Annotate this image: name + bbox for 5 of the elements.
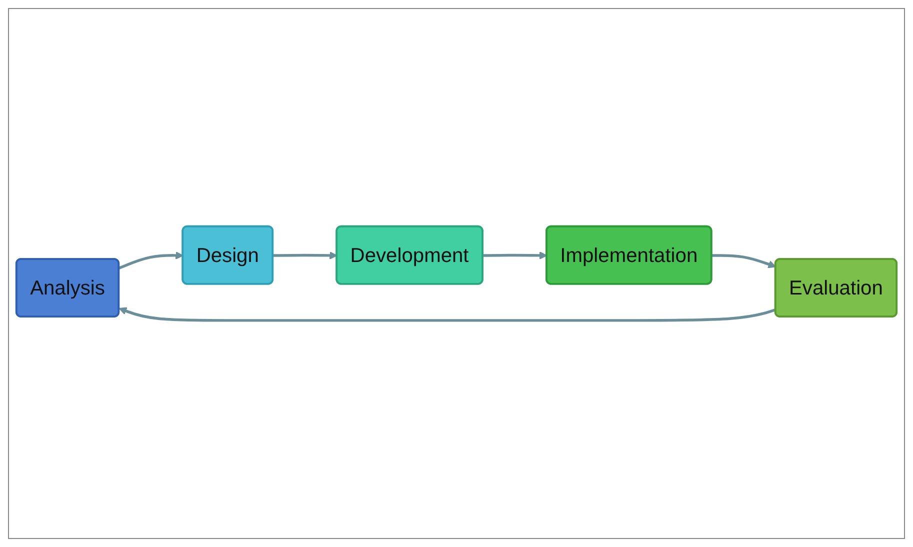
arrow [482, 252, 548, 260]
arrow [273, 252, 338, 260]
arrow [118, 307, 776, 322]
arrow [118, 252, 184, 270]
arrow [712, 254, 776, 268]
